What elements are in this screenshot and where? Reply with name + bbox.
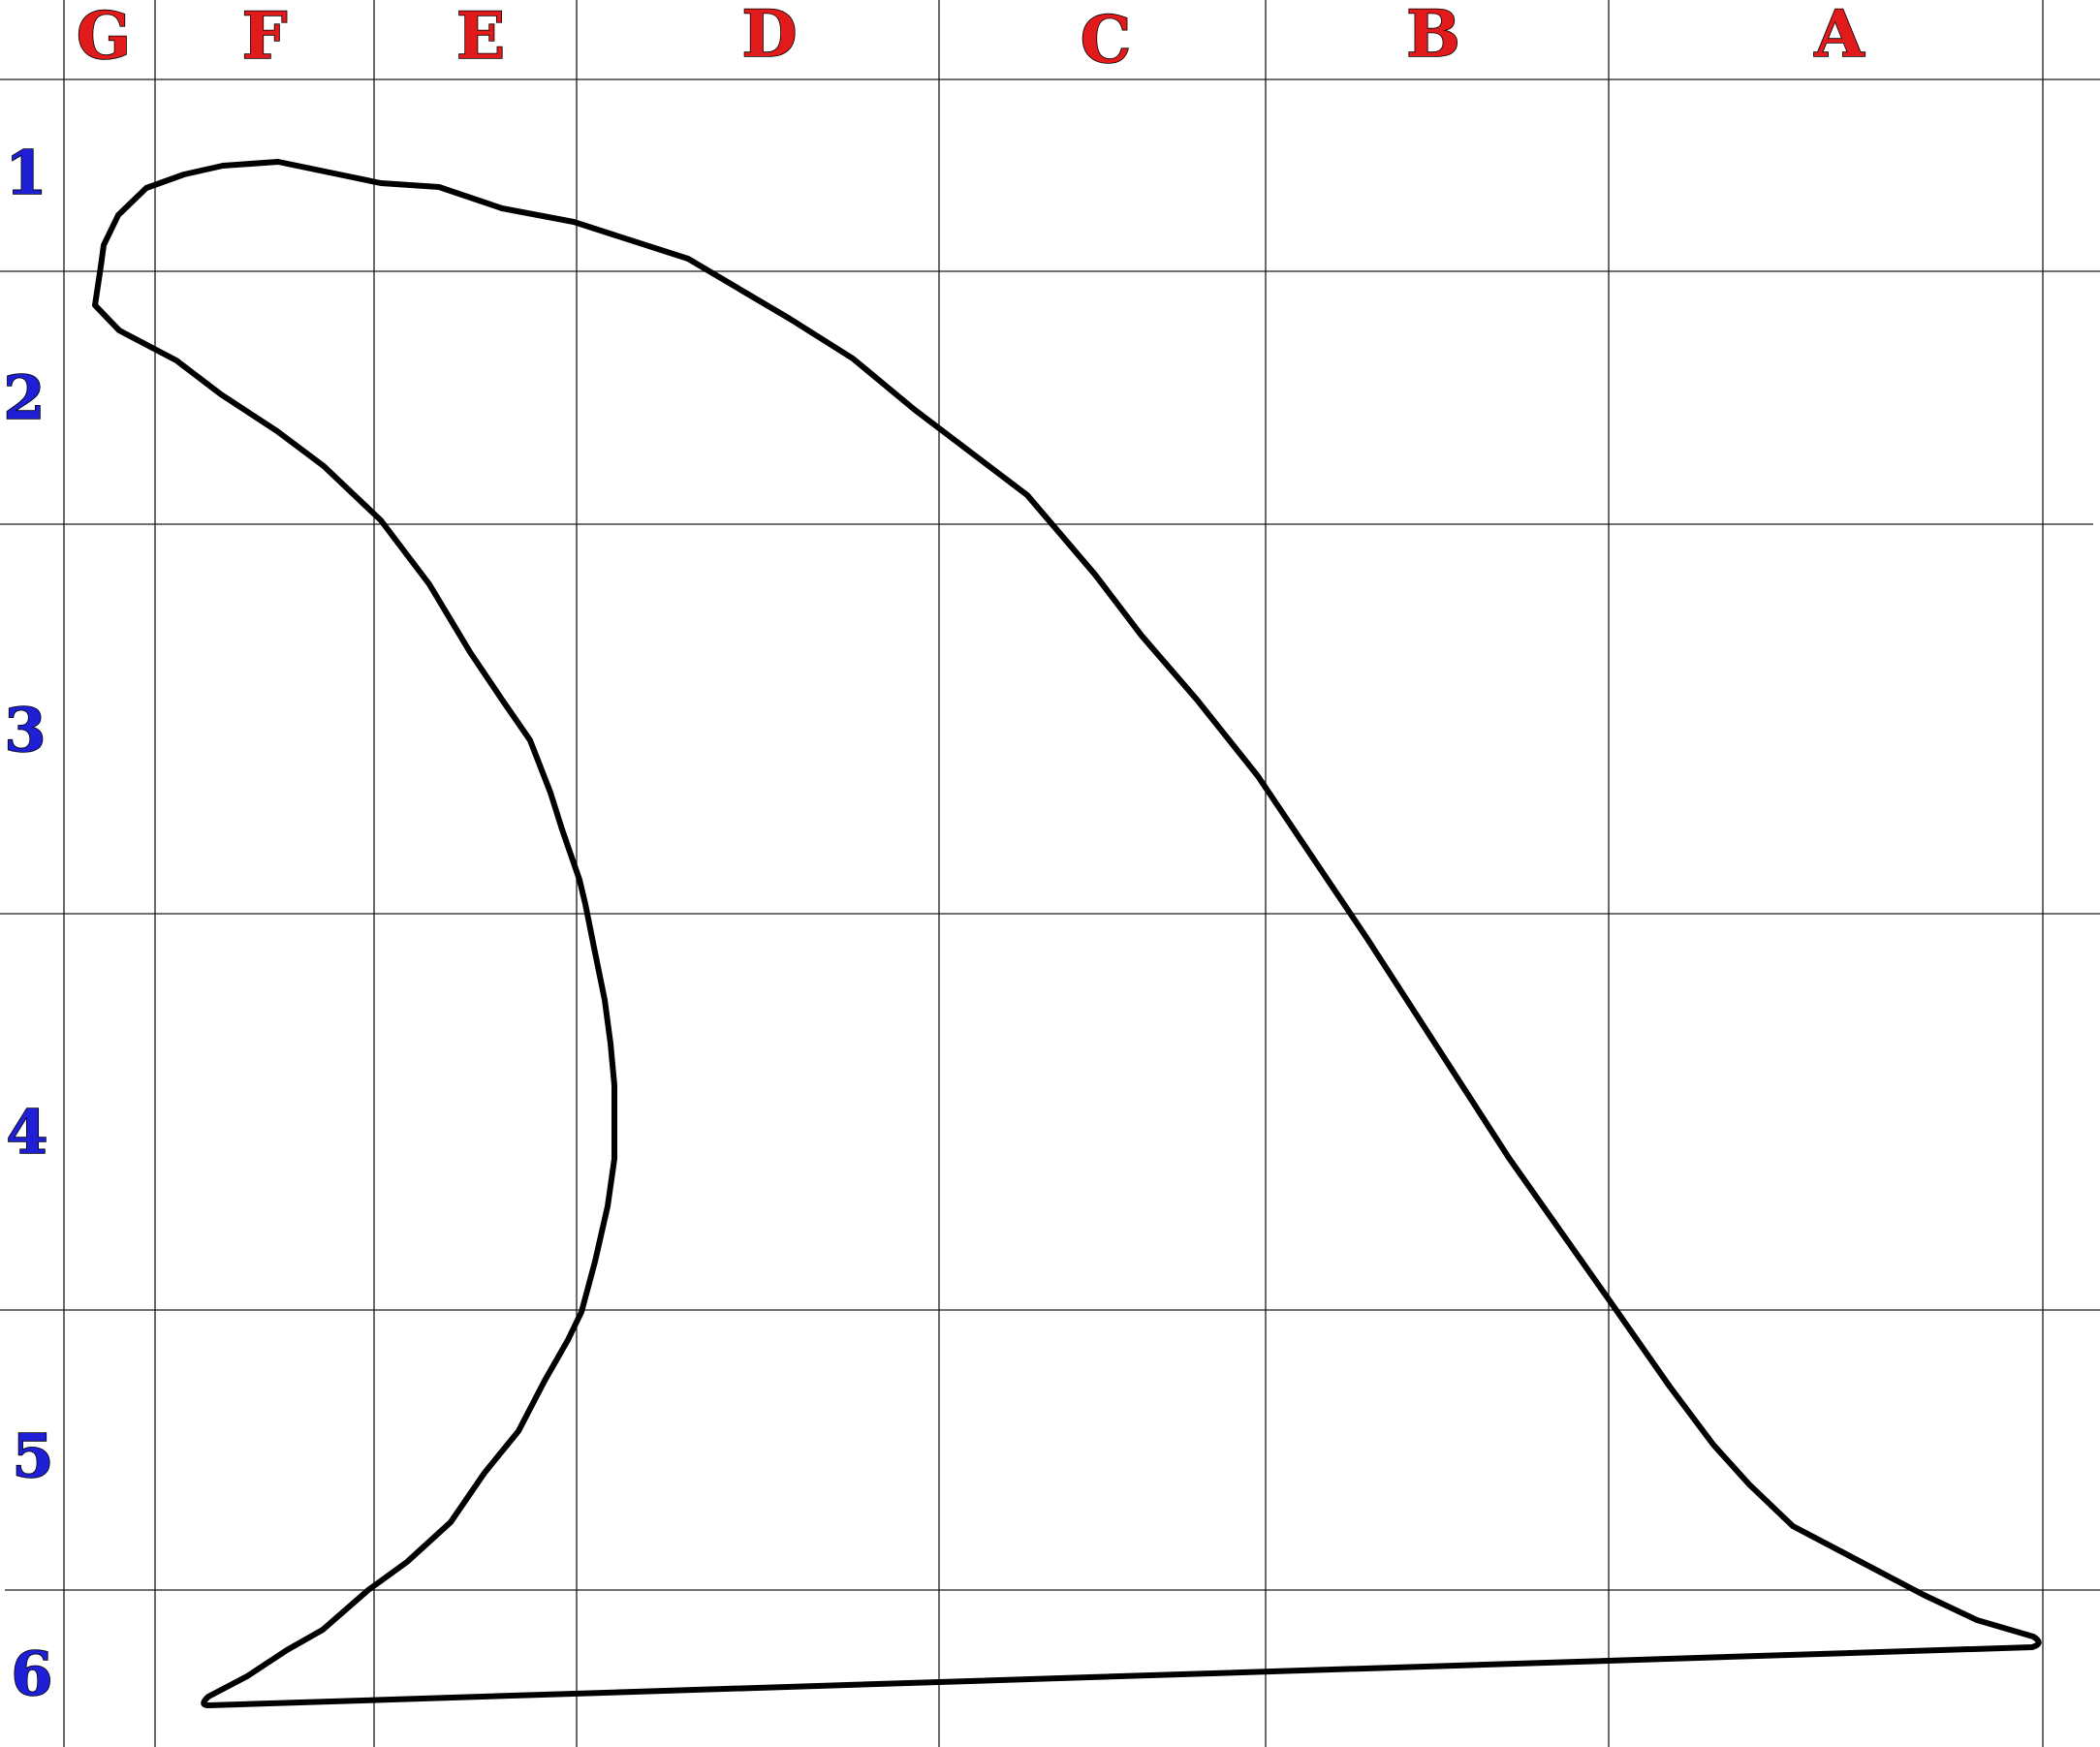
- column-label-f: F: [242, 0, 288, 74]
- column-label-a: A: [1813, 0, 1865, 72]
- shape-outline: [92, 159, 2042, 1708]
- column-label-b: B: [1406, 0, 1460, 72]
- row-label-3: 3: [4, 695, 46, 765]
- row-label-2: 2: [3, 362, 45, 433]
- column-label-g: G: [77, 0, 131, 74]
- column-label-e: E: [456, 0, 505, 74]
- column-labels: G F E D C B A: [76, 0, 1865, 78]
- row-label-5: 5: [12, 1420, 53, 1491]
- column-label-d: D: [741, 0, 797, 72]
- row-label-1: 1: [5, 138, 47, 208]
- row-labels: 1 2 3 4 5 6: [3, 137, 55, 1710]
- row-label-4: 4: [6, 1097, 47, 1168]
- column-label-c: C: [1081, 2, 1132, 78]
- row-label-6: 6: [11, 1638, 52, 1709]
